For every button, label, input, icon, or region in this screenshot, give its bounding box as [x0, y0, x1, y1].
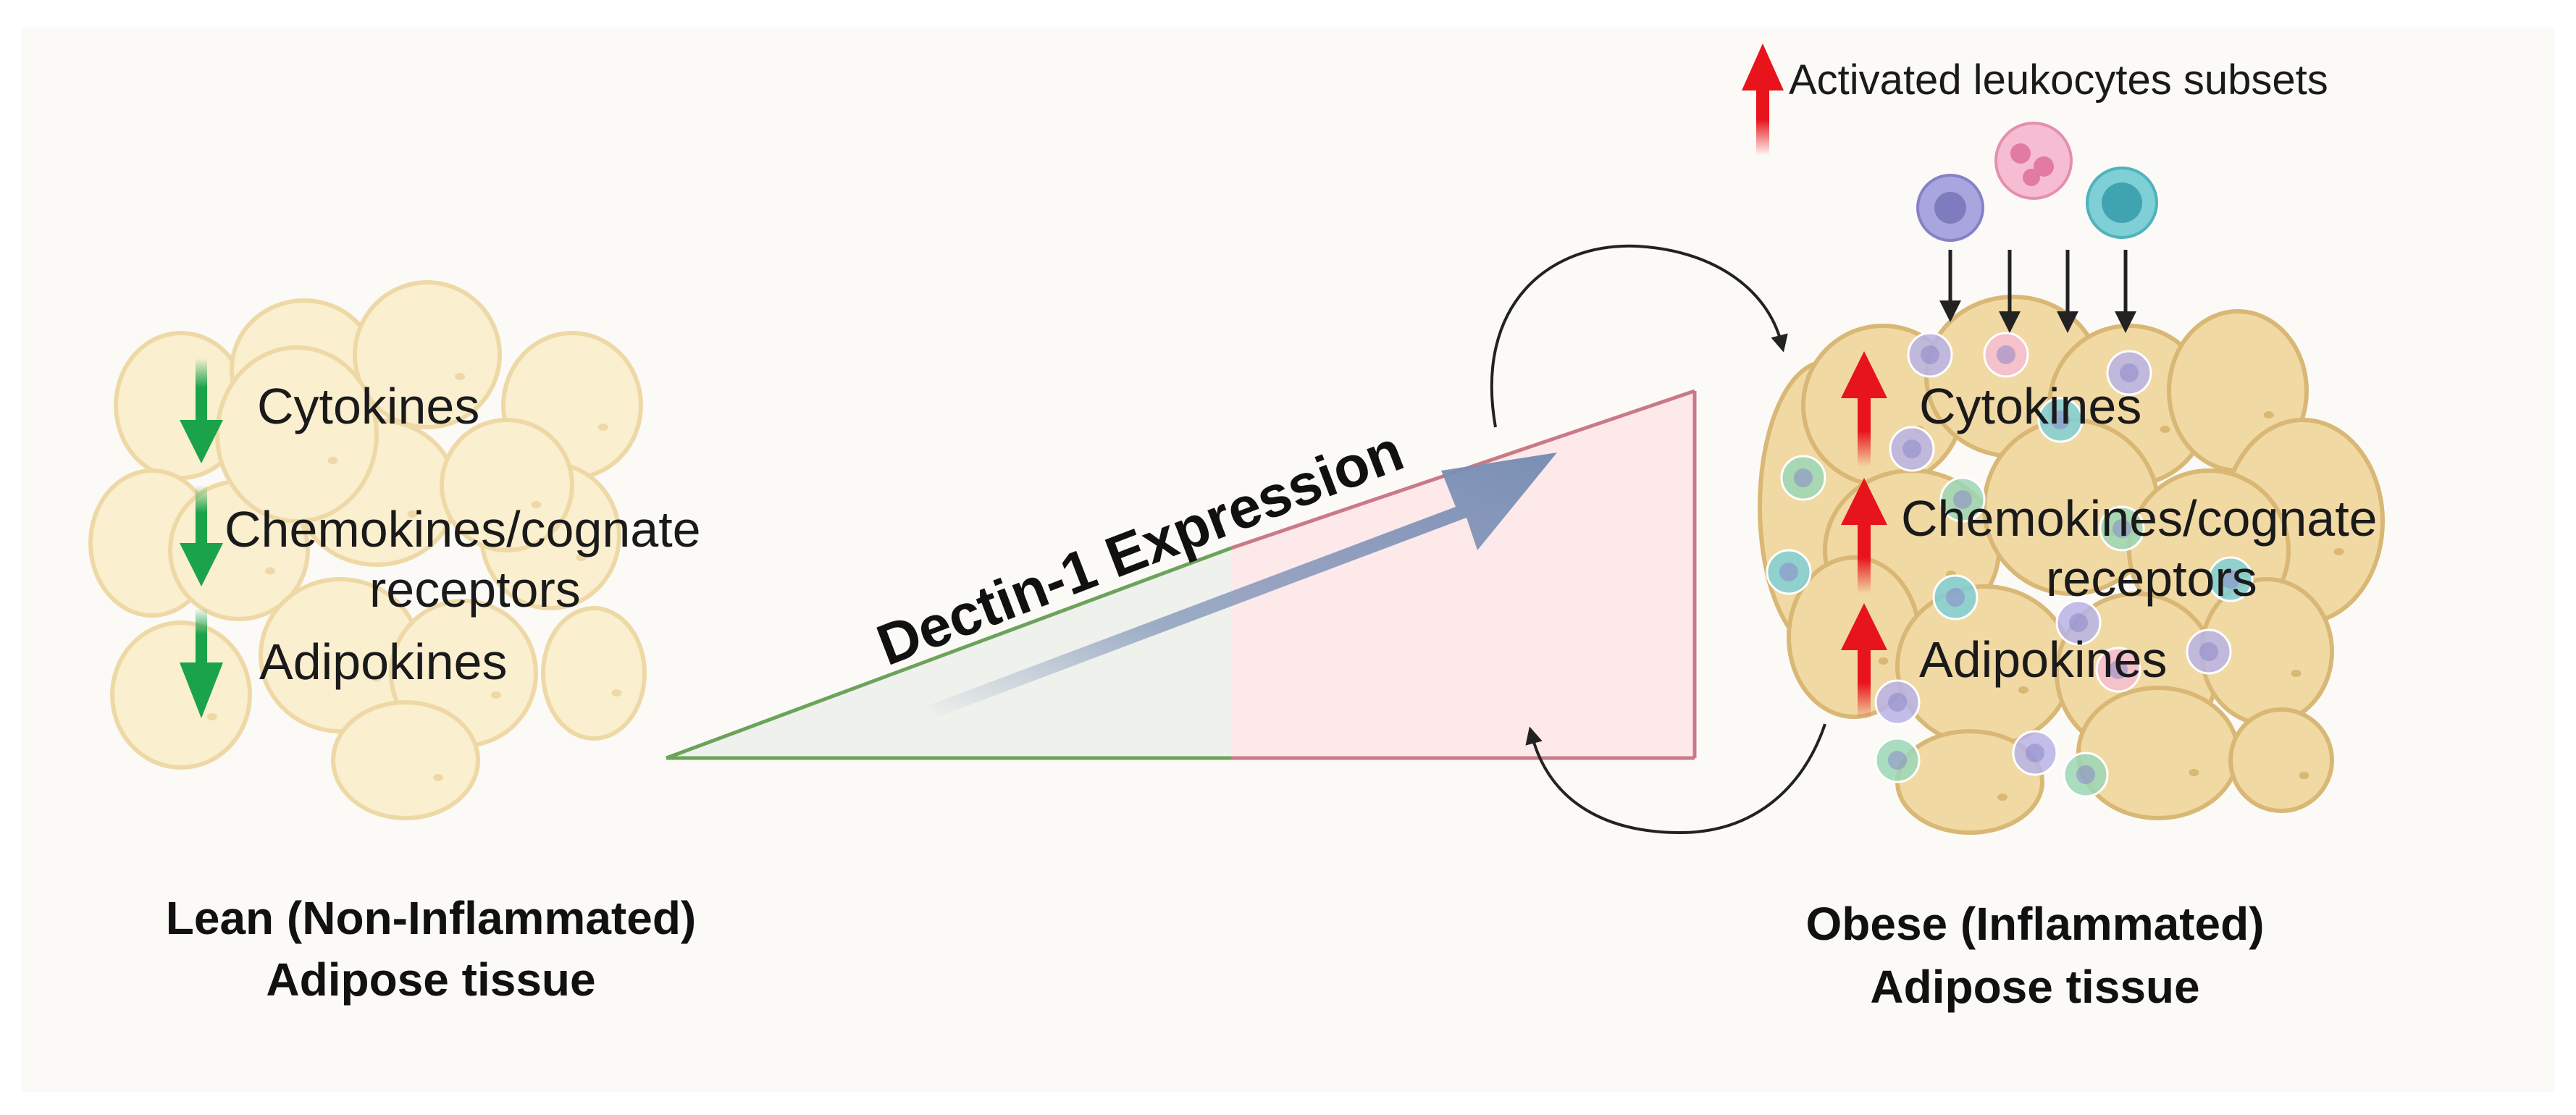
obese-cytokines-label: Cytokines — [1919, 378, 2141, 434]
legend-red-up-arrow — [1742, 43, 1784, 156]
lean-chemokines-label-line2: receptors — [369, 561, 581, 618]
lean-adipocyte-15 — [440, 418, 574, 552]
obese-adipocyte-16-nucleus — [2299, 772, 2309, 779]
infiltrating-leukocyte-nucleus — [2221, 570, 2240, 589]
lean-adipocyte-13 — [541, 606, 647, 741]
feedback-arrow-bottom — [1525, 723, 1826, 835]
infiltrating-leukocyte-nucleus — [2076, 765, 2095, 784]
infiltrating-leukocyte-nucleus — [1888, 751, 1907, 770]
obese-chemokines-label-line2: receptors — [2046, 550, 2257, 607]
lean-adipokines-down-arrow — [180, 608, 223, 718]
lean-adipokines-label: Adipokines — [259, 634, 507, 690]
infiltrating-leukocyte-nucleus — [2113, 519, 2131, 538]
lean-cytokines-down-arrow — [180, 358, 223, 463]
obese-adipocyte-15-nucleus — [2189, 769, 2199, 776]
obese-adipocyte-13-nucleus — [2291, 670, 2302, 677]
infiltrating-leukocyte-nucleus — [1946, 588, 1965, 607]
obese-adipocyte-14-nucleus — [1997, 794, 2007, 801]
obese-chemokines-up-arrow — [1841, 478, 1887, 594]
lean-caption-line1: Lean (Non-Inflammated) — [166, 892, 696, 944]
legend-text: Activated leukocytes subsets — [1789, 56, 2328, 104]
leukocyte-subsets — [1916, 122, 2158, 333]
obese-adipokines-up-arrow — [1841, 603, 1887, 719]
obese-adipocyte-16 — [2228, 707, 2334, 813]
lean-adipocyte-7-nucleus — [407, 510, 418, 518]
infiltrating-leukocyte-nucleus — [1888, 693, 1907, 712]
lean-adipose-tissue — [88, 280, 647, 820]
lean-adipocyte-9-nucleus — [206, 713, 217, 720]
infiltrating-leukocyte-nucleus — [2051, 411, 2070, 429]
lean-adipocyte-10-nucleus — [371, 674, 382, 682]
obese-chemokines-label-line1: Chemokines/cognate — [1901, 490, 2378, 547]
infiltrating-leukocyte-nucleus — [2109, 660, 2128, 679]
lean-adipocyte-3 — [353, 280, 502, 429]
dectin-arrow-shape — [927, 453, 1557, 717]
obese-cytokines-up-arrow — [1841, 351, 1887, 467]
obese-adipocyte-6-nucleus — [2333, 548, 2344, 555]
obese-adipocyte-5-nucleus — [2263, 411, 2274, 418]
infiltrating-leukocyte-nucleus — [2069, 613, 2088, 632]
lean-adipocyte-12 — [331, 700, 480, 820]
lean-adipocyte-6-nucleus — [264, 567, 275, 575]
obese-caption-line1: Obese (Inflammated) — [1805, 898, 2264, 950]
triangle-left-hypotenuse — [666, 546, 1232, 760]
infiltrating-leukocyte-nucleus — [1997, 345, 2015, 364]
obese-arrows — [1841, 351, 1887, 719]
infiltrating-leukocyte-nucleus — [1902, 439, 1921, 458]
lean-adipocyte-12-nucleus — [433, 774, 443, 781]
infiltrating-leukocyte-nucleus — [1794, 468, 1813, 487]
lean-adipocyte-4-nucleus — [597, 424, 608, 431]
lean-adipocyte-3-nucleus — [455, 373, 465, 380]
obese-adipocyte-4-nucleus — [2160, 426, 2170, 433]
infiltrating-leukocyte-nucleus — [2199, 642, 2218, 661]
lean-adipocyte-14-nucleus — [327, 457, 338, 464]
infiltrating-leukocyte-nucleus — [1779, 563, 1798, 581]
lean-adipocyte-9 — [110, 620, 252, 770]
obese-adipocyte-10-nucleus — [1878, 657, 1889, 665]
infiltrating-leukocyte-nucleus — [2120, 363, 2139, 382]
lean-arrows — [180, 358, 223, 718]
lymphocyte-icon — [2086, 167, 2158, 239]
lean-adipocyte-15-nucleus — [531, 501, 542, 508]
neutrophil-icon — [1994, 122, 2073, 200]
lean-adipocyte-13-nucleus — [611, 689, 622, 697]
obese-adipokines-label: Adipokines — [1919, 631, 2167, 688]
lean-adipocyte-11-nucleus — [491, 691, 501, 699]
triangle-right-fill — [1231, 391, 1695, 758]
infiltrating-leukocyte-nucleus — [1921, 345, 1939, 364]
infiltrating-leukocyte-nucleus — [2026, 744, 2044, 762]
lean-caption-line2: Adipose tissue — [266, 954, 595, 1006]
lean-adipocyte-14 — [215, 345, 379, 523]
feedback-arrow-top — [1490, 244, 1788, 428]
dectin-triangle — [666, 389, 1697, 760]
obese-adipocyte-11-nucleus — [2018, 686, 2029, 694]
lean-adipocyte-8-nucleus — [576, 554, 587, 561]
monocyte-icon — [1916, 174, 1984, 242]
lean-chemokines-label-line1: Chemokines/cognate — [225, 501, 701, 558]
lean-chemokines-down-arrow — [180, 485, 223, 586]
obese-adipocyte-15 — [2076, 686, 2240, 820]
infiltrating-leukocyte-nucleus — [1953, 490, 1972, 509]
obese-caption-line2: Adipose tissue — [1870, 961, 2199, 1013]
lean-cytokines-label: Cytokines — [257, 378, 479, 434]
dectin-arrow — [927, 453, 1557, 717]
